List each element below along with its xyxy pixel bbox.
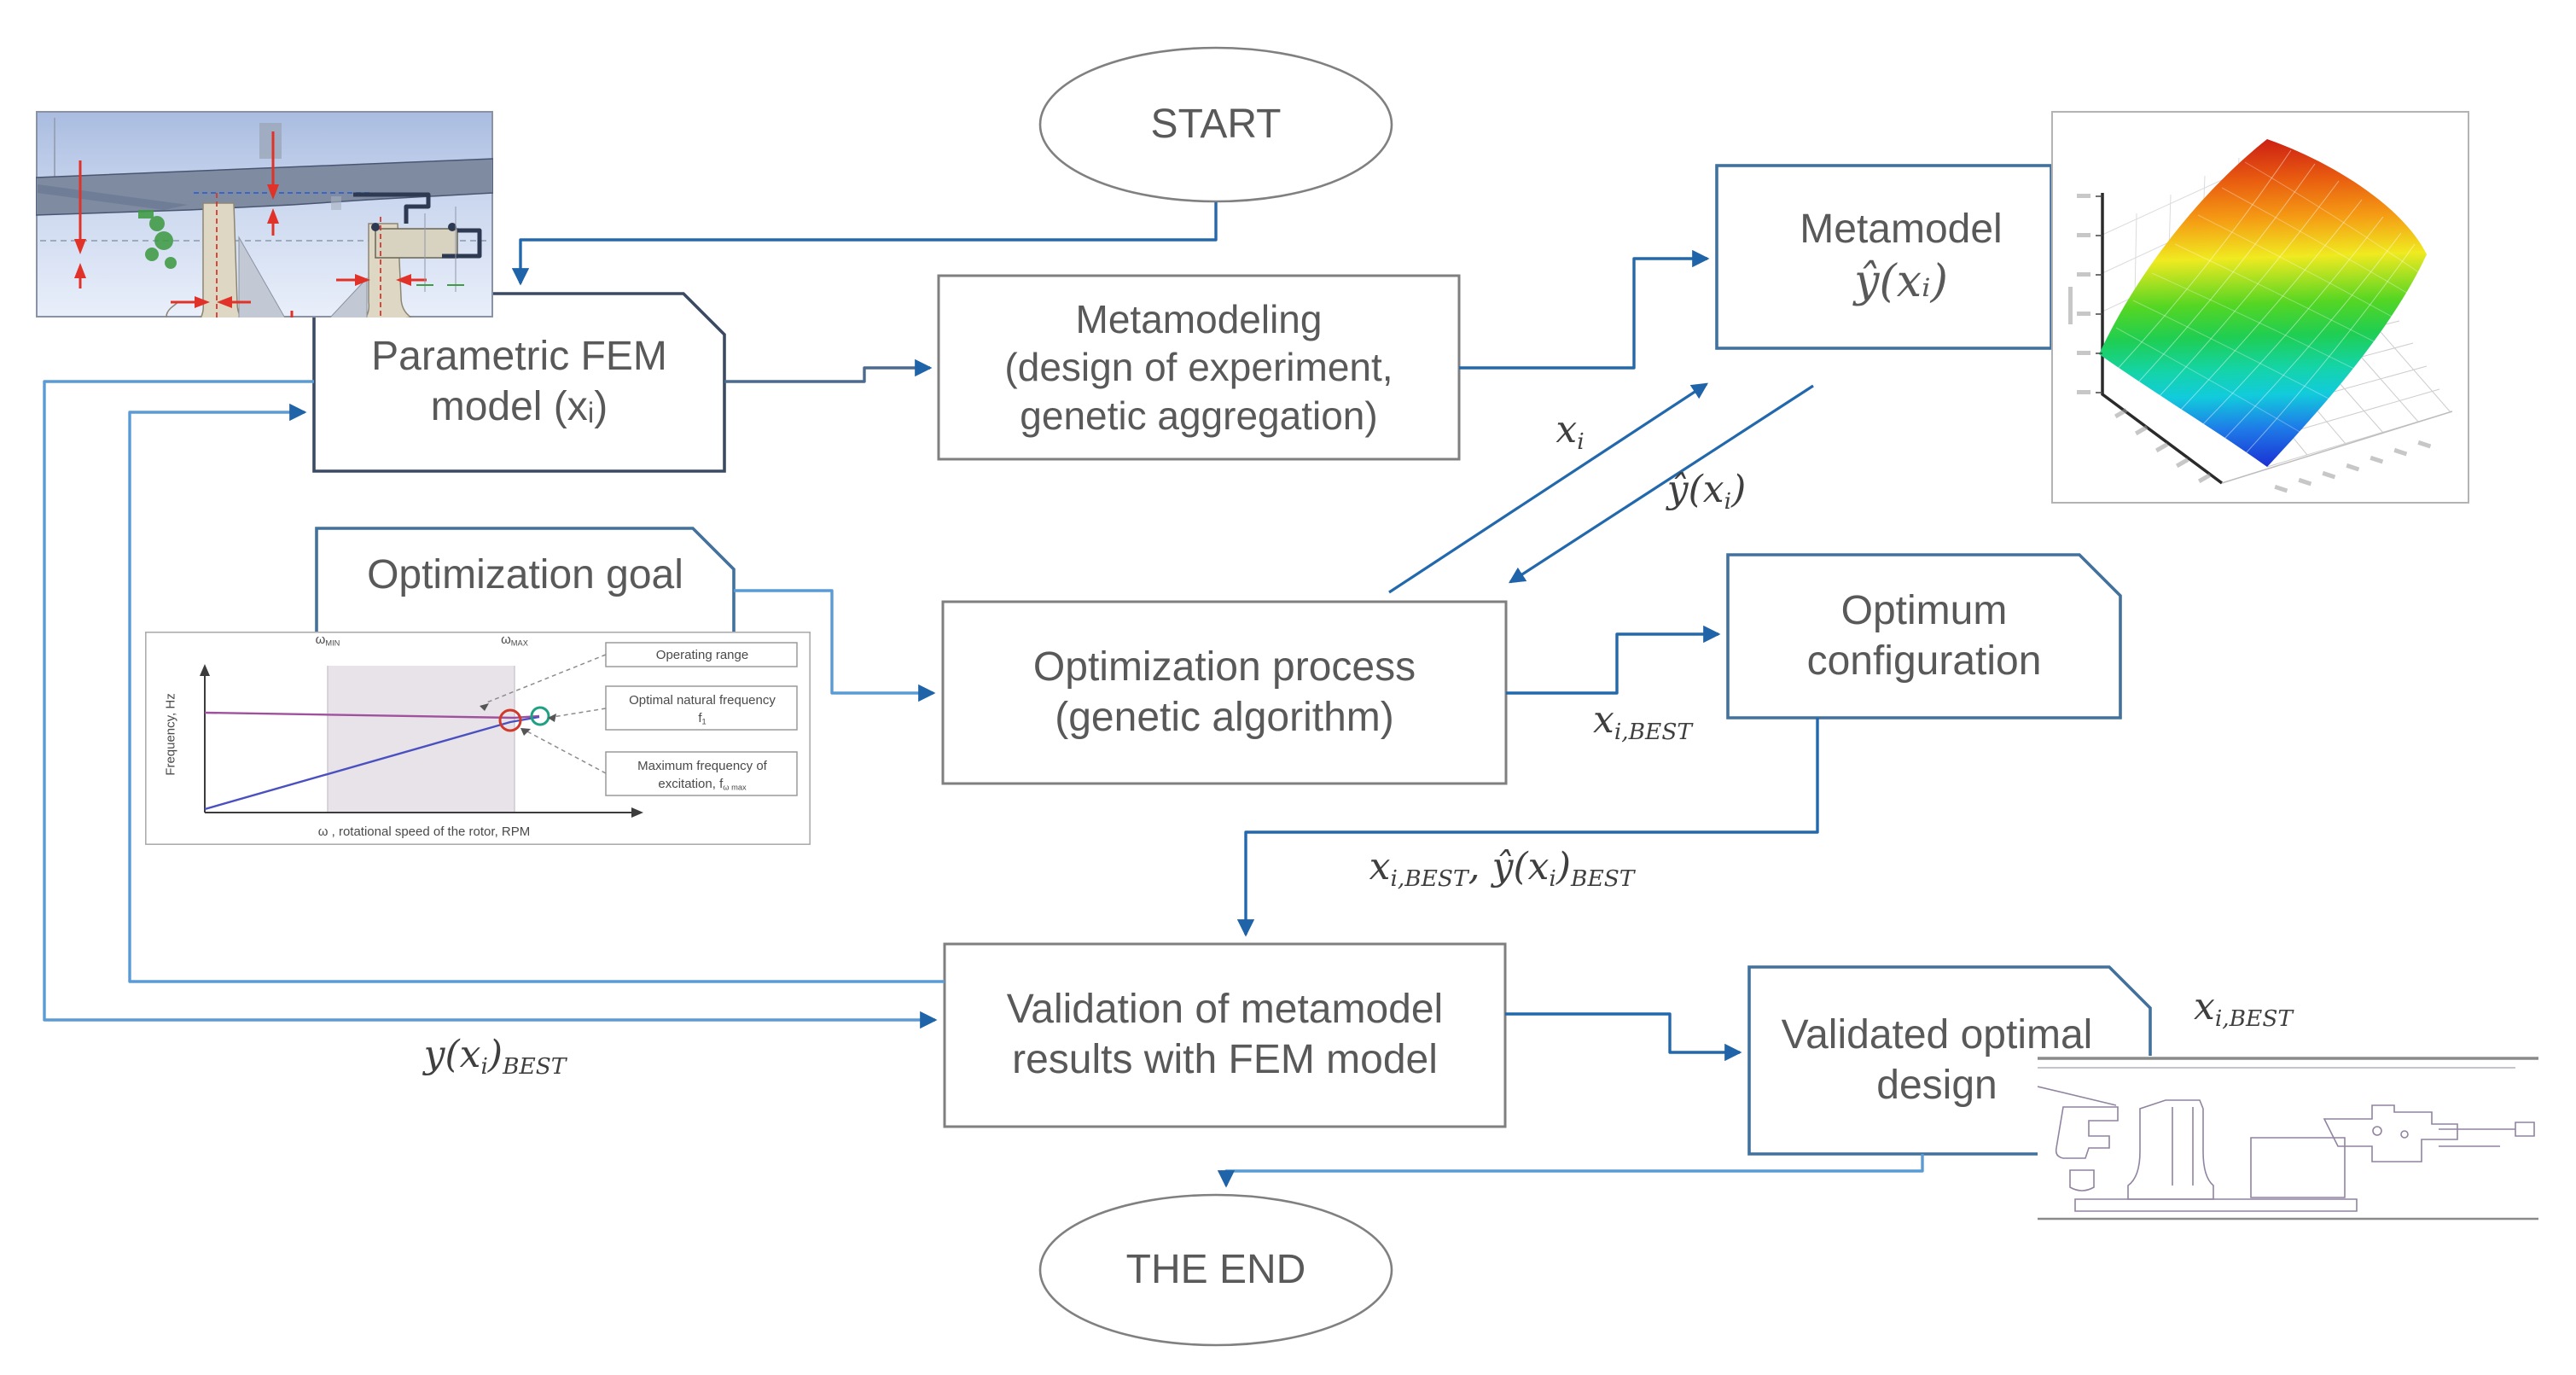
callout-max-excitation-line1: Maximum frequency of (637, 759, 767, 773)
label-xi-best-pair: xi,BEST, ŷ(xi)BEST (1369, 845, 1635, 892)
response-surface (2099, 139, 2427, 467)
chart-xlabel: ω , rotational speed of the rotor, RPM (317, 824, 531, 839)
label-xi-best-out: xi,BEST (2194, 985, 2293, 1032)
omega-max-label: ωMAX (501, 632, 528, 648)
start-ellipse (1038, 46, 1393, 203)
operating-range-band (328, 666, 515, 813)
edge-validation-feedback-up (128, 403, 945, 983)
callout-natural-frequency-line1: Optimal natural frequency (629, 693, 776, 708)
callout-leaders (484, 654, 607, 774)
edge-validated-to-end (1217, 1154, 1924, 1188)
metamodeling-shape (937, 274, 1461, 461)
label-y-xi-best: y(xi)BEST (423, 1033, 567, 1080)
surface-mesh-cross (2115, 161, 2421, 434)
excitation-frequency-line (204, 715, 540, 811)
edge-start-to-fem (511, 202, 1218, 286)
edge-validation-to-validated (1505, 1012, 1742, 1062)
metamodel-shape (1715, 164, 2053, 350)
fem-model-image (36, 111, 493, 318)
metamodel-surface-plot (2051, 111, 2469, 504)
edge-xi-diagonal (1388, 382, 1709, 594)
callout-operating-range: Operating range (655, 648, 749, 662)
callout-max-excitation: Maximum frequency of excitation, fω max (608, 757, 797, 796)
optimum-marker-green (530, 706, 550, 726)
optimum-configuration-shape (1726, 553, 2122, 720)
validation-shape (943, 942, 1507, 1128)
parametric-fem-shape (312, 292, 726, 473)
edge-yhat-diagonal (1508, 384, 1814, 584)
edge-fem-feedback-out (43, 380, 938, 1029)
axis-ticks (2068, 194, 2432, 493)
omega-min-label: ωMIN (315, 632, 340, 648)
callout-max-excitation-line2: excitation, fω max (658, 777, 747, 792)
connectors (43, 202, 1924, 1188)
crossing-marker-red (498, 708, 522, 732)
fem-load-arrows (74, 131, 427, 318)
label-xi: xi (1555, 408, 1585, 455)
chart-ylabel: Frequency, Hz (163, 693, 178, 776)
node-shapes (312, 46, 2152, 1347)
callout-natural-frequency: Optimal natural frequency f1 (608, 691, 797, 731)
edge-goal-to-process (734, 589, 936, 702)
edge-metamodeling-to-metamodel (1459, 249, 1710, 370)
label-yhat-xi: ŷ(xi) (1666, 468, 1747, 515)
rotor-profile (2038, 1086, 2535, 1212)
optimal-design-drawing (2038, 1056, 2538, 1225)
callout-boxes (605, 642, 798, 796)
surface-mesh (2116, 149, 2416, 454)
optimization-goal-chart (145, 632, 811, 845)
callout-natural-frequency-line2: f1 (698, 711, 707, 726)
edge-optimum-to-validation (1236, 718, 1819, 937)
edge-fem-to-metamodeling (724, 358, 933, 383)
label-xi-best: xi,BEST (1593, 698, 1692, 745)
edge-process-to-optimum (1506, 625, 1721, 695)
end-ellipse (1038, 1193, 1393, 1347)
fem-green-supports (138, 210, 177, 269)
optimization-process-shape (941, 600, 1508, 785)
